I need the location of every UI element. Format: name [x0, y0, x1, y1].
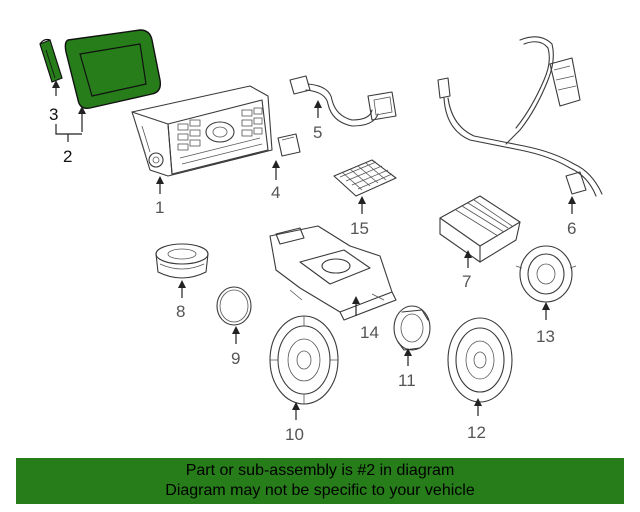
callout-2: 2 [63, 147, 72, 166]
part-6-harness[interactable] [437, 36, 603, 197]
callout-6: 6 [567, 219, 576, 238]
part-11-midrange[interactable] [393, 305, 431, 351]
callout-13: 13 [536, 327, 555, 346]
part-13-speaker[interactable] [515, 245, 577, 303]
part-12-woofer[interactable] [447, 317, 513, 403]
leader-3-2 [52, 80, 86, 142]
callout-8: 8 [176, 302, 185, 321]
part-3-pen[interactable] [39, 38, 63, 83]
part-5-cable[interactable] [289, 75, 397, 127]
callout-10: 10 [285, 425, 304, 444]
callout-9: 9 [231, 349, 240, 368]
part-14-bracket[interactable] [269, 225, 397, 321]
callout-14: 14 [360, 323, 379, 342]
leader-5 [314, 100, 322, 118]
leader-13 [542, 302, 550, 320]
part-15-pad[interactable] [333, 159, 397, 197]
leader-9 [232, 326, 240, 344]
part-1-head-unit[interactable] [131, 85, 273, 177]
notice-line-2: Diagram may not be specific to your vehi… [165, 482, 475, 499]
leader-6 [568, 196, 576, 214]
callout-11: 11 [398, 371, 416, 390]
leader-1 [156, 176, 164, 194]
notice-banner: Part or sub-assembly is #2 in diagram Di… [16, 458, 624, 504]
leader-12 [474, 398, 482, 416]
callout-5: 5 [313, 123, 322, 142]
leader-10 [292, 402, 300, 420]
leader-11 [404, 348, 412, 366]
part-4-card[interactable] [277, 133, 301, 157]
parts-diagram: 3 2 1 4 5 6 15 7 8 9 14 13 11 10 12 [39, 29, 603, 444]
callout-15: 15 [350, 219, 369, 238]
leader-15 [358, 196, 366, 214]
part-9-ring[interactable] [216, 286, 252, 326]
part-10-woofer[interactable] [269, 315, 339, 405]
part-7-amplifier[interactable] [439, 195, 521, 263]
callout-12: 12 [467, 423, 486, 442]
leader-4 [272, 160, 280, 180]
callout-4: 4 [271, 183, 280, 202]
part-2-display[interactable] [64, 29, 162, 110]
leader-7 [464, 250, 472, 268]
leader-14 [352, 296, 360, 316]
part-8-tweeter[interactable] [155, 243, 209, 279]
callout-3: 3 [49, 105, 58, 124]
callout-1: 1 [155, 198, 164, 217]
leader-8 [178, 280, 186, 298]
notice-line-1: Part or sub-assembly is #2 in diagram [185, 462, 455, 479]
callout-7: 7 [462, 272, 471, 291]
